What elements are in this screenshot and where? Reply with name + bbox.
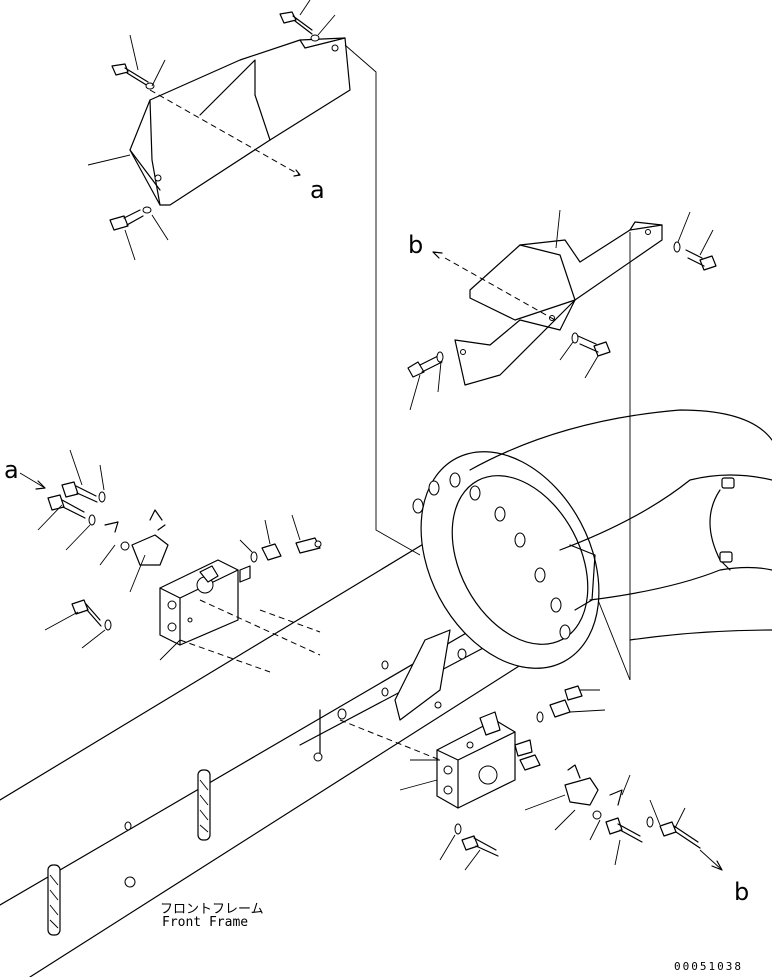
callout-b-bottom: b (734, 878, 749, 906)
axle-housing (469, 409, 772, 641)
leader-lines-right (399, 689, 723, 871)
front-frame (0, 539, 561, 977)
callout-a-top: a (310, 176, 325, 204)
callout-b-top: b (408, 231, 423, 259)
bolt-a3 (109, 206, 152, 231)
callout-a-left: a (4, 456, 19, 484)
caption-en: Front Frame (162, 915, 249, 930)
pressure-switch-right (564, 764, 623, 820)
bolts-left (47, 481, 112, 631)
valve-block-right (339, 711, 533, 809)
bolts-right (454, 816, 701, 857)
leader-lines-b (409, 209, 714, 411)
drawing-code: 00051038 (674, 960, 743, 973)
leader-lines-a (87, 0, 336, 261)
fittings-right (519, 685, 583, 771)
cover-plate-b (432, 221, 663, 386)
pressure-switch-left (104, 509, 169, 566)
caption-jp: フロントフレーム (160, 902, 264, 917)
bolt-a1 (111, 63, 155, 90)
cover-plate-a (129, 37, 351, 206)
bolt-b2 (571, 332, 611, 357)
valve-block-left (159, 559, 321, 673)
bolt-b3 (673, 241, 717, 271)
leader-lines-left (19, 449, 301, 661)
bolt-b1 (407, 351, 444, 378)
fittings-left (250, 537, 322, 563)
bolt-a2 (279, 11, 320, 42)
axle-flange (412, 451, 600, 669)
